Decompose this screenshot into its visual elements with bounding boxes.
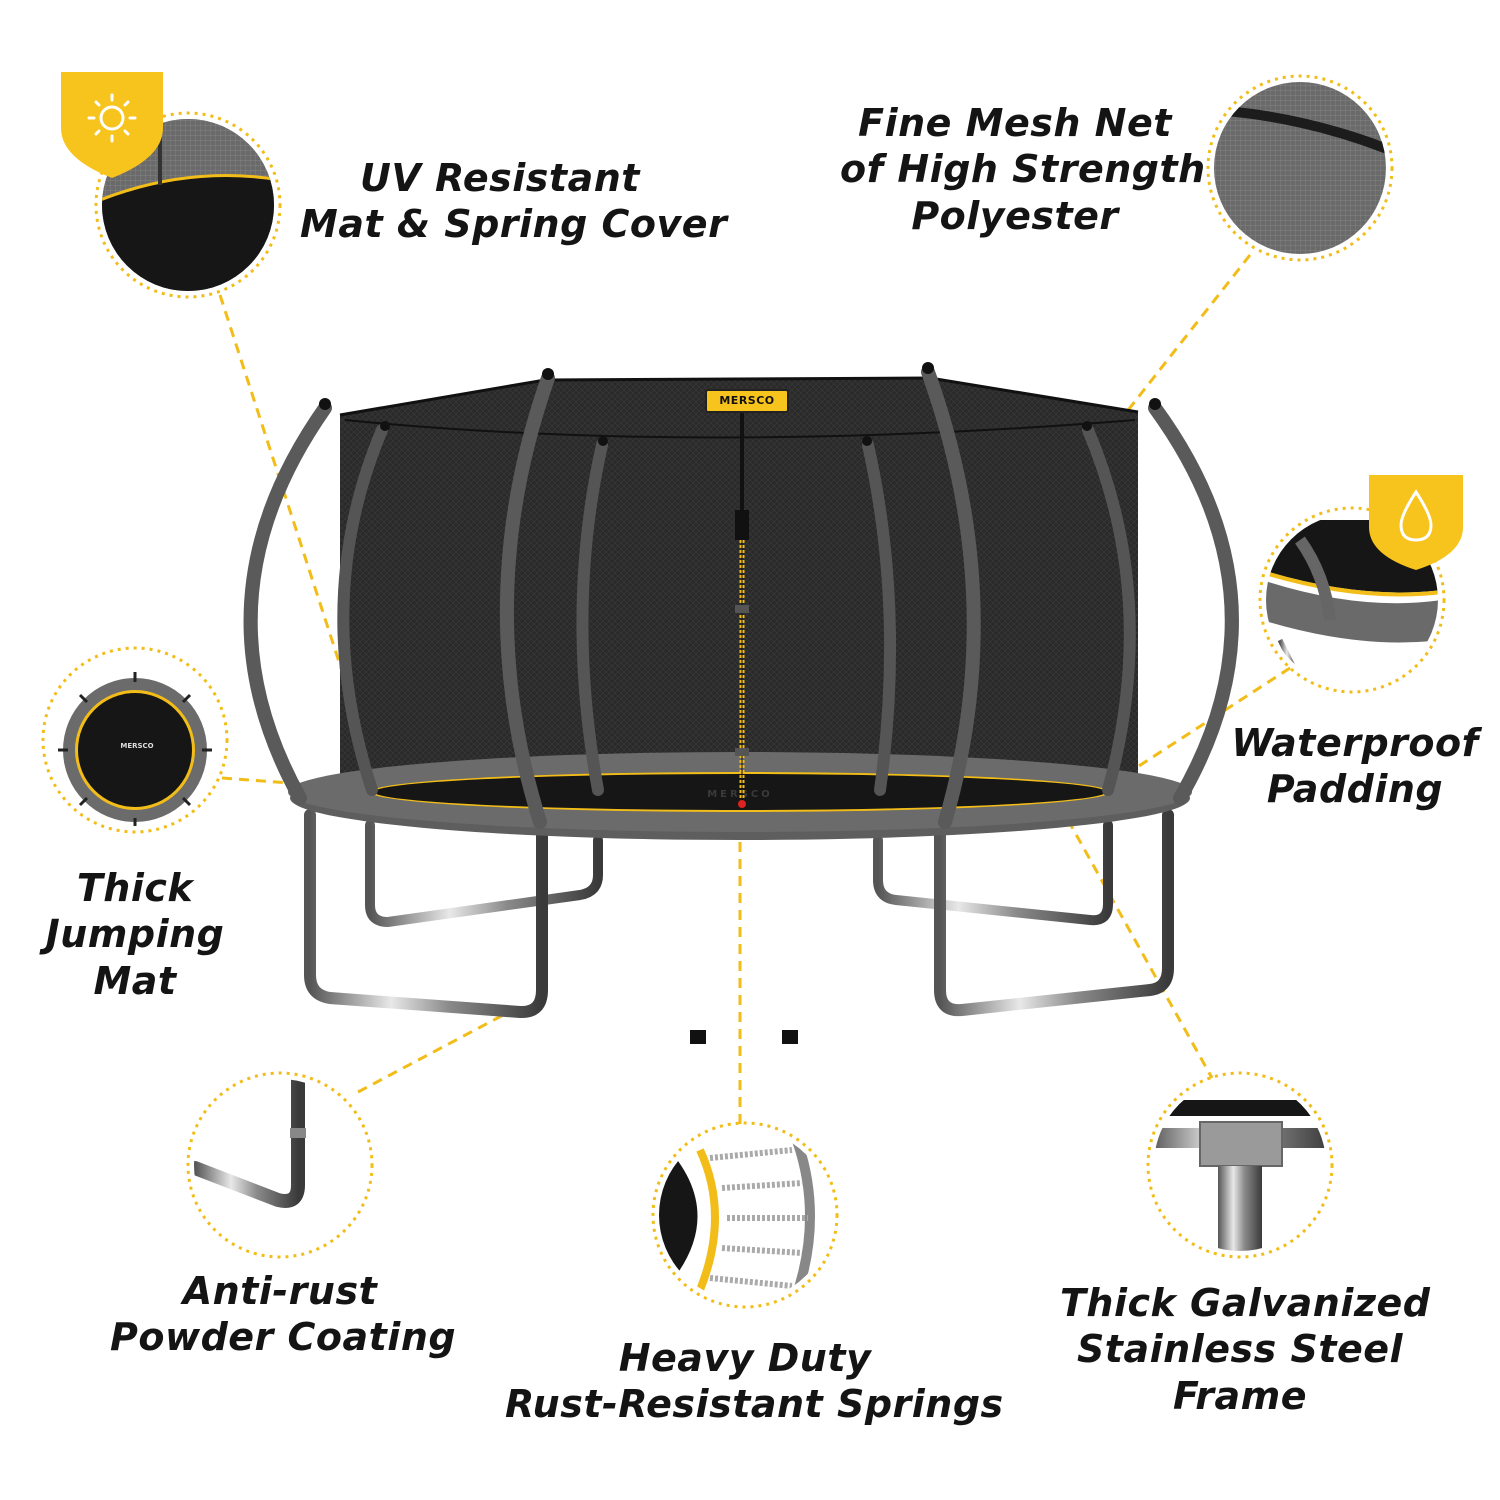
ladder xyxy=(693,843,795,1040)
feature-frame-line-1: Thick Galvanized xyxy=(1060,1281,1431,1325)
safety-net xyxy=(340,378,1138,790)
mat-detail-circle xyxy=(41,646,229,834)
mesh-detail-circle xyxy=(1206,74,1394,262)
springs-detail-circle xyxy=(651,1121,839,1309)
feature-springs: Heavy Duty Rust-Resistant Springs xyxy=(505,1335,1004,1428)
sun-shield-icon xyxy=(61,72,163,178)
leader-frame xyxy=(1066,819,1214,1079)
feature-mesh-line-3: Polyester xyxy=(911,193,1119,238)
feature-mat-line-2: Jumping xyxy=(45,912,225,957)
feature-mat: Thick Jumping Mat xyxy=(30,865,240,1004)
feature-mesh-line-1: Fine Mesh Net xyxy=(858,101,1172,145)
feature-springs-line-1: Heavy Duty xyxy=(618,1336,872,1380)
feature-frame: Thick Galvanized Stainless Steel Frame xyxy=(1060,1280,1431,1419)
feature-uv: UV Resistant Mat & Spring Cover xyxy=(300,155,728,248)
feature-frame-line-2: Stainless Steel xyxy=(1076,1327,1404,1372)
feature-padding-line-1: Waterproof xyxy=(1231,721,1479,765)
frame-detail-circle xyxy=(1146,1071,1334,1259)
feature-mat-line-1: Thick xyxy=(76,866,194,910)
uv-detail-circle xyxy=(94,111,282,299)
feature-mesh: Fine Mesh Net of High Strength Polyester xyxy=(840,100,1206,239)
feature-coating: Anti-rust Powder Coating xyxy=(110,1268,457,1361)
brand-tag: MERSCO xyxy=(705,389,789,413)
trampoline-illustration: MERSCO xyxy=(243,362,1239,1044)
water-drop-shield-icon xyxy=(1369,475,1463,570)
leader-coating xyxy=(357,1003,523,1094)
feature-coating-line-1: Anti-rust xyxy=(182,1269,378,1313)
feature-padding-line-2: Padding xyxy=(1266,767,1444,812)
feature-uv-line-1: UV Resistant xyxy=(360,156,640,200)
feature-frame-line-3: Frame xyxy=(1172,1373,1308,1418)
feature-padding: Waterproof Padding xyxy=(1230,720,1480,813)
coating-detail-circle xyxy=(186,1071,374,1259)
feature-mat-line-3: Mat xyxy=(93,958,177,1003)
feature-uv-line-2: Mat & Spring Cover xyxy=(300,202,728,247)
feature-springs-line-2: Rust-Resistant Springs xyxy=(505,1382,1004,1427)
feature-coating-line-2: Powder Coating xyxy=(110,1315,457,1360)
mat-brand-mark: MERSCO xyxy=(120,742,154,750)
feature-mesh-line-2: of High Strength xyxy=(840,147,1206,192)
svg-text:MERSCO: MERSCO xyxy=(707,789,773,800)
